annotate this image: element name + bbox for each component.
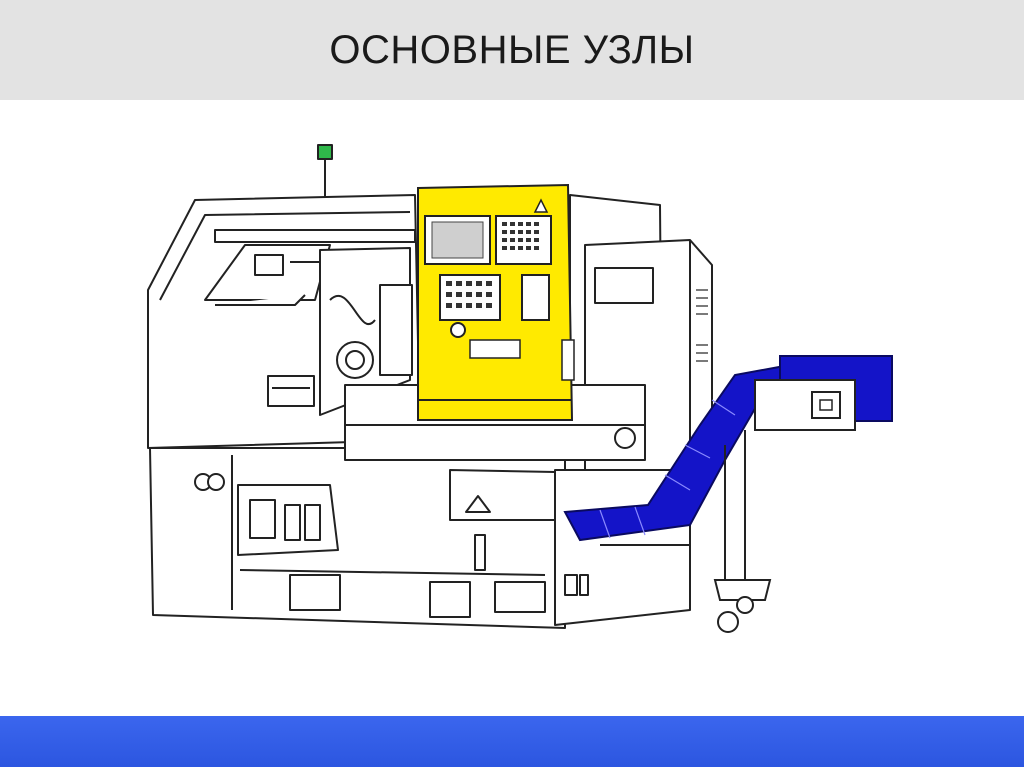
chip-conveyor: [563, 355, 893, 633]
diagram-stage: [0, 100, 1024, 716]
control-panel: [417, 183, 575, 421]
slide-title: ОСНОВНЫЕ УЗЛЫ: [329, 28, 695, 72]
signal-light: [317, 144, 333, 198]
lathe-diagram: [147, 144, 893, 633]
footer-bar: [0, 716, 1024, 767]
slide-header: ОСНОВНЫЕ УЗЛЫ: [0, 0, 1024, 100]
footer-gradient: [0, 716, 1024, 767]
machine-base: [149, 384, 646, 629]
